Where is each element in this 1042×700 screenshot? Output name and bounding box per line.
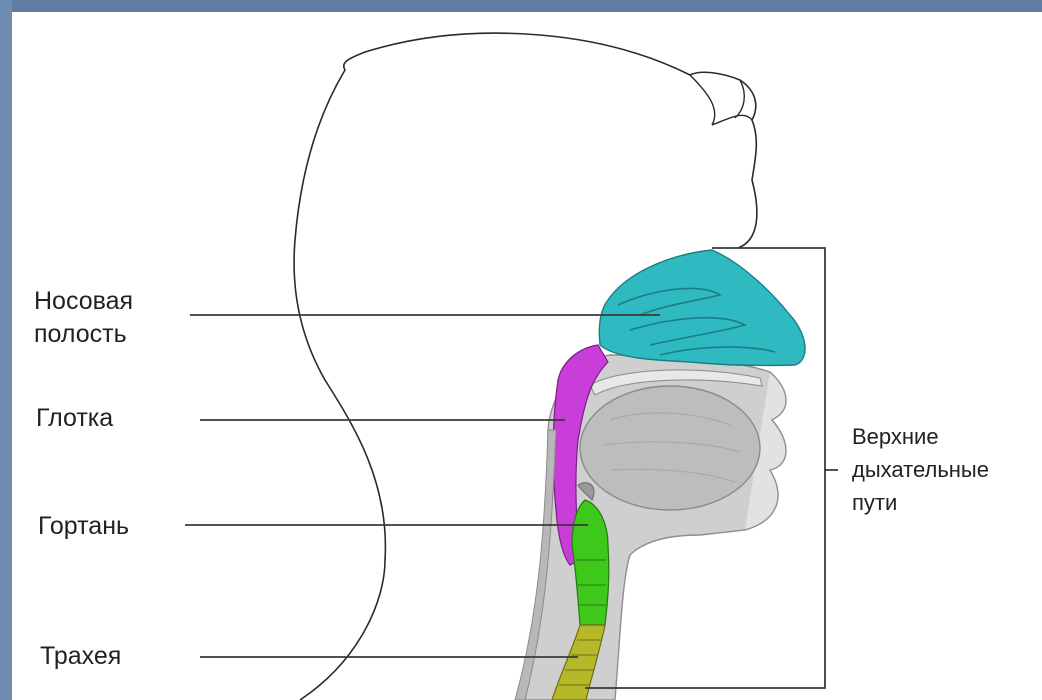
label-trachea: Трахея: [40, 640, 121, 672]
label-nasal-cavity-line1: Носовая: [34, 285, 133, 317]
tongue-shape: [580, 386, 760, 510]
label-upper-airways-line2: дыхательные: [852, 456, 989, 484]
label-upper-airways-line1: Верхние: [852, 423, 939, 451]
label-upper-airways-line3: пути: [852, 489, 897, 517]
label-larynx: Гортань: [38, 510, 129, 542]
label-nasal-cavity-line2: полость: [34, 318, 127, 350]
label-pharynx: Глотка: [36, 402, 113, 434]
